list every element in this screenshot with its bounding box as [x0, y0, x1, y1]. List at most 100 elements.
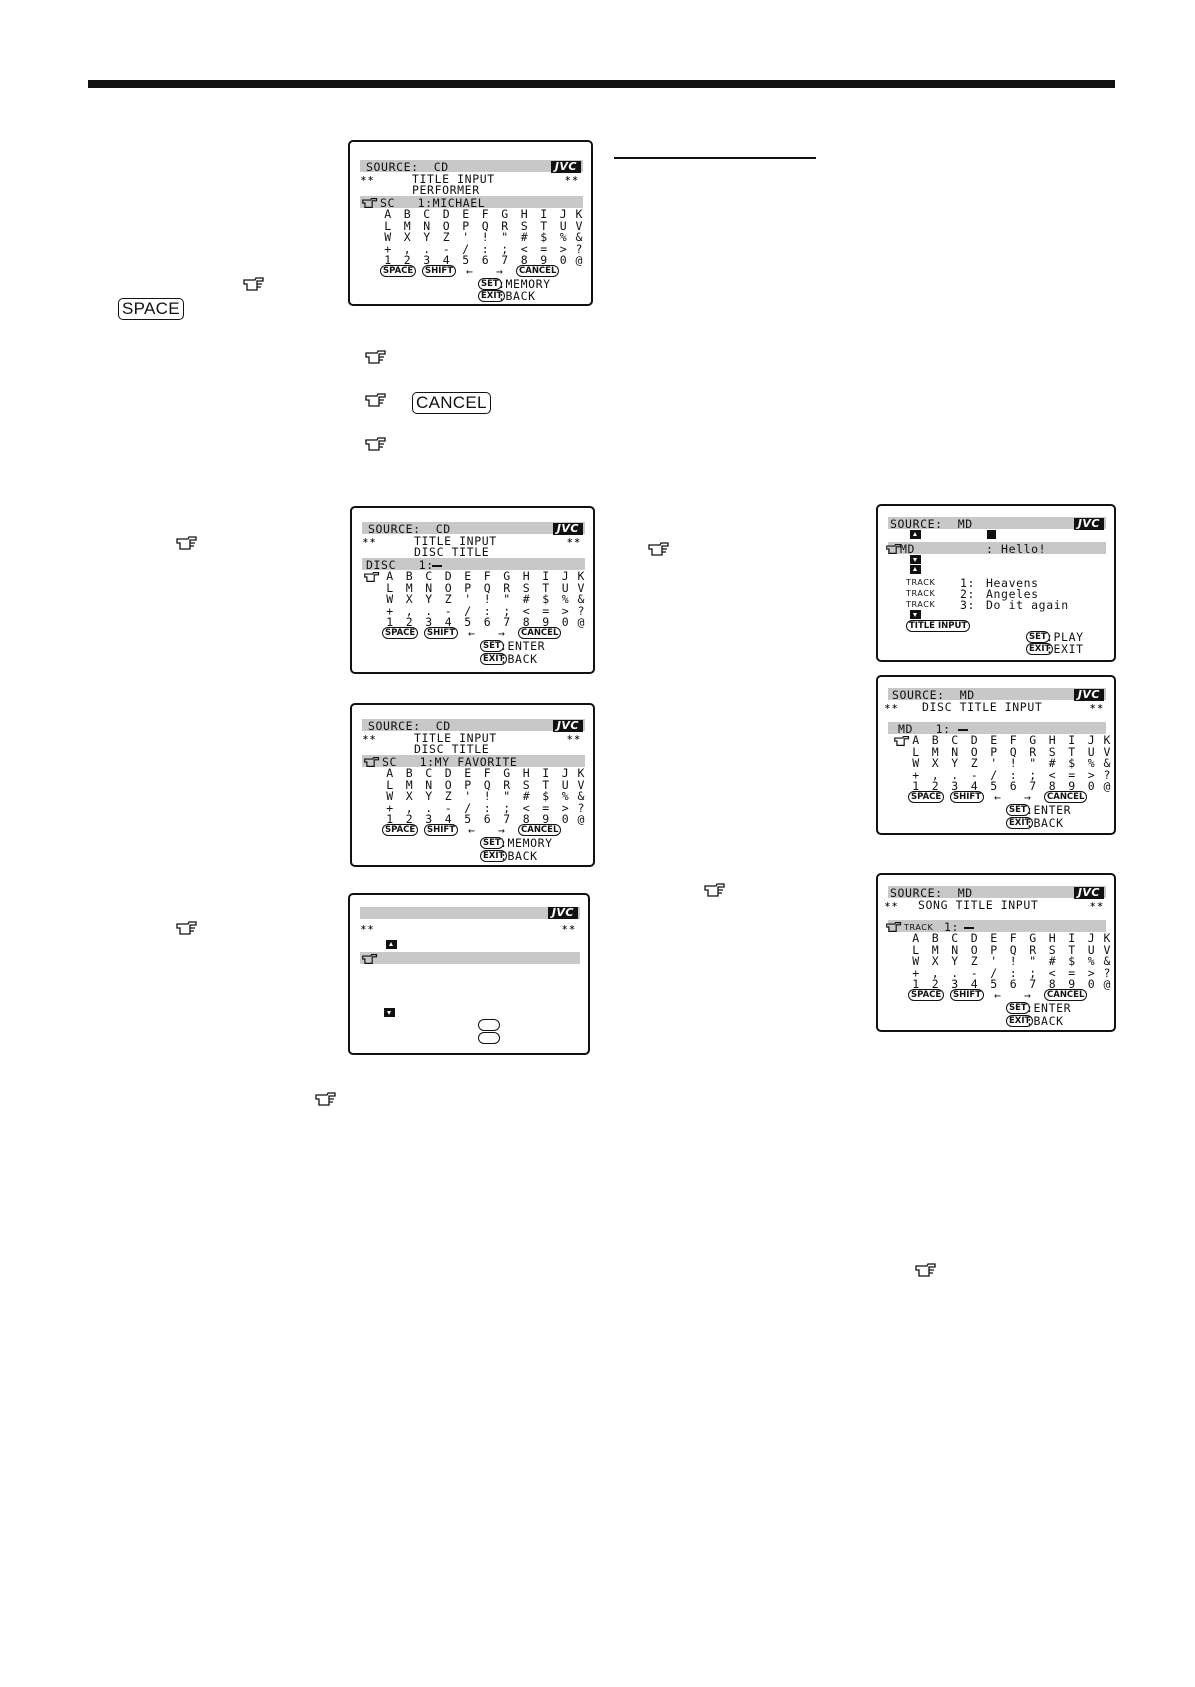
- grid-char: I: [542, 766, 550, 780]
- grid-char: A: [912, 931, 920, 945]
- grid-char: N: [951, 744, 959, 759]
- track-label: TRACK: [906, 600, 936, 609]
- grid-char: Z: [444, 789, 452, 803]
- grid-char: P: [990, 744, 998, 759]
- grid-char: .: [425, 800, 433, 815]
- disc-title: : Hello!: [986, 542, 1047, 556]
- title-input-pill: TITLE INPUT: [906, 620, 971, 632]
- grid-char: 2: [931, 779, 939, 793]
- grid-char: E: [462, 207, 470, 221]
- grid-char: T: [540, 218, 548, 233]
- grid-char: R: [503, 580, 511, 595]
- grid-char: ,: [405, 603, 413, 618]
- grid-char: M: [931, 744, 939, 759]
- grid-char: C: [425, 766, 433, 780]
- grid-char: .: [951, 965, 959, 980]
- grid-char: 7: [1029, 977, 1037, 991]
- grid-char: 9: [542, 615, 550, 629]
- grid-char: H: [520, 207, 528, 221]
- button-pill-icon: [478, 1019, 500, 1031]
- screen-title: TITLE INPUT: [414, 731, 497, 745]
- grid-char: B: [405, 766, 413, 780]
- pointing-hand-icon: [365, 437, 386, 451]
- screen-title: DISC TITLE INPUT: [922, 700, 1043, 714]
- play-label: :PLAY: [1046, 630, 1084, 644]
- grid-char: 9: [1068, 779, 1076, 793]
- grid-char: C: [951, 931, 959, 945]
- grid-char: %: [559, 230, 567, 244]
- grid-char: T: [1068, 942, 1076, 957]
- grid-char: ?: [577, 800, 585, 815]
- exit-pill: EXIT: [1006, 817, 1034, 829]
- space-pill: SPACE: [380, 265, 417, 277]
- screen-title: SONG TITLE INPUT: [918, 898, 1039, 912]
- grid-char: -: [970, 965, 978, 980]
- grid-char: 0: [561, 615, 569, 629]
- entry-line: DISC 1:: [366, 558, 434, 572]
- grid-char: ,: [403, 241, 411, 256]
- grid-char: J: [559, 207, 567, 221]
- grid-char: ": [503, 789, 511, 803]
- grid-char: S: [1048, 744, 1056, 759]
- grid-char: V: [577, 580, 585, 595]
- enter-label: :ENTER: [500, 639, 546, 653]
- grid-char: @: [1103, 779, 1111, 793]
- grid-char: >: [561, 800, 569, 815]
- grid-char: G: [501, 207, 509, 221]
- grid-char: M: [405, 580, 413, 595]
- exit-pill: EXIT: [480, 850, 508, 862]
- grid-char: T: [1068, 744, 1076, 759]
- grid-char: E: [990, 931, 998, 945]
- cancel-pill: CANCEL: [1044, 989, 1088, 1001]
- grid-char: B: [405, 569, 413, 583]
- grid-char: 6: [1009, 779, 1017, 793]
- star-marks-left: ∗∗: [362, 733, 377, 742]
- cursor-hand-icon: [364, 572, 380, 582]
- screen-disc-title-input: SOURCE: CD JVC ∗∗ ∗∗ TITLE INPUT DISC TI…: [350, 506, 595, 674]
- grid-char: 0: [561, 812, 569, 826]
- star-marks-left: ∗∗: [884, 900, 899, 909]
- shift-pill: SHIFT: [950, 791, 985, 803]
- grid-char: W: [386, 789, 394, 803]
- grid-char: ,: [931, 767, 939, 782]
- set-pill: SET: [1006, 804, 1030, 816]
- grid-char: A: [386, 569, 394, 583]
- grid-char: ,: [405, 800, 413, 815]
- source-label: SOURCE: MD: [890, 886, 973, 900]
- grid-char: -: [970, 767, 978, 782]
- grid-char: G: [503, 766, 511, 780]
- grid-char: $: [542, 789, 550, 803]
- scroll-up-icon: [910, 565, 921, 574]
- jvc-logo: JVC: [1073, 689, 1104, 701]
- grid-char: $: [1068, 756, 1076, 770]
- grid-char: P: [464, 777, 472, 792]
- source-label: SOURCE: CD: [368, 719, 451, 733]
- grid-char: 3: [425, 615, 433, 629]
- grid-char: F: [483, 766, 491, 780]
- grid-char: >: [1087, 767, 1095, 782]
- grid-char: 3: [425, 812, 433, 826]
- left-arrow: ←: [994, 988, 1002, 1002]
- grid-char: R: [1029, 942, 1037, 957]
- grid-char: %: [1087, 954, 1095, 968]
- grid-char: J: [1087, 733, 1095, 747]
- grid-char: X: [931, 954, 939, 968]
- disc-label: MD: [900, 542, 916, 556]
- grid-char: U: [1087, 744, 1095, 759]
- grid-char: 0: [1087, 779, 1095, 793]
- grid-char: 2: [403, 253, 411, 267]
- grid-char: K: [577, 569, 585, 583]
- grid-char: !: [1009, 954, 1017, 968]
- grid-char: Q: [481, 218, 489, 233]
- grid-char: 7: [503, 615, 511, 629]
- grid-char: E: [990, 733, 998, 747]
- grid-char: ": [1029, 954, 1037, 968]
- grid-char: J: [561, 766, 569, 780]
- space-pill: SPACE: [908, 989, 945, 1001]
- grid-char: 9: [540, 253, 548, 267]
- cancel-key-glyph: CANCEL: [412, 392, 491, 414]
- grid-char: 8: [522, 812, 530, 826]
- grid-char: W: [912, 756, 920, 770]
- screen-md-track-list: SOURCE: MD JVC MD : Hello! TRACK 1: Heav…: [876, 504, 1116, 662]
